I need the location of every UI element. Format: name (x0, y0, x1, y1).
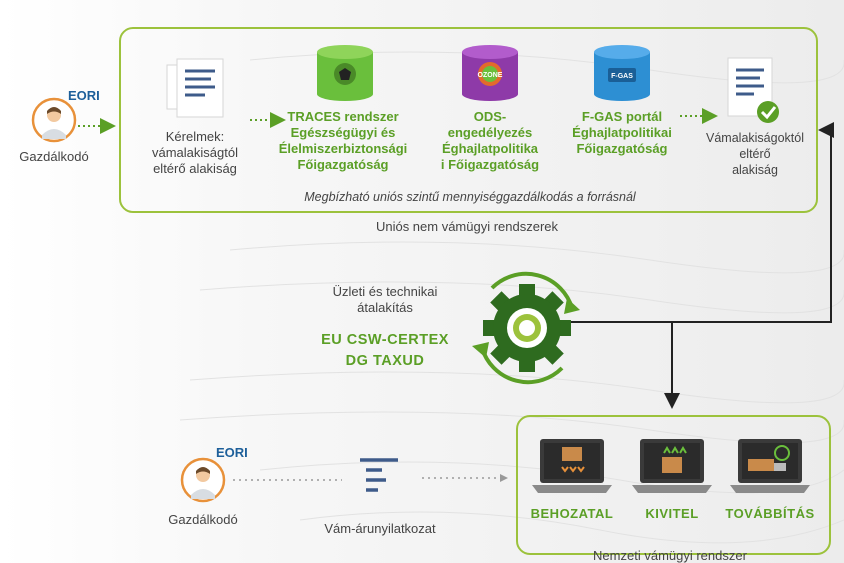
fgas-database-icon: F-GAS (594, 45, 650, 101)
dg-taxud-title: DG TAXUD (345, 353, 425, 369)
document-stack-icon (166, 58, 224, 118)
person-label-top: Gazdálkodó (19, 149, 89, 164)
transit-label: TOVÁBBÍTÁS (725, 506, 815, 521)
laptop-transit-icon (730, 439, 810, 493)
traces-database-icon (317, 45, 373, 101)
export-label: KIVITEL (645, 506, 699, 521)
bottom-box-caption: Nemzeti vámügyi rendszer (593, 548, 747, 563)
person-avatar-bottom (180, 457, 226, 503)
ozone-icon-text: OZONE (478, 72, 503, 79)
arrowhead-national (500, 474, 508, 482)
eori-label-top: EORI (68, 88, 100, 103)
person-label-bottom: Gazdálkodó (168, 512, 238, 527)
national-customs-system-box (516, 415, 831, 555)
eu-non-customs-systems-box (119, 27, 818, 213)
eu-csw-certex-title: EU CSW-CERTEX (321, 332, 449, 348)
top-box-caption: Uniós nem vámügyi rendszerek (375, 219, 559, 234)
declaration-label: Vám-árunyilatkozat (324, 521, 436, 536)
approved-document-icon (727, 57, 779, 123)
ozone-database-icon: OZONE (462, 45, 518, 101)
connector-gear-to-top-box (545, 122, 834, 323)
laptop-import-icon (532, 439, 612, 493)
top-note: Megbízható uniós szintű mennyiséggazdálk… (304, 190, 636, 204)
laptop-export-icon (632, 439, 712, 493)
connector-gear-to-bottom-box (545, 321, 680, 409)
person-avatar-top (31, 97, 77, 143)
gear-cycle-icon (472, 271, 580, 385)
fgas-icon-text: F-GAS (611, 73, 633, 80)
import-label: BEHOZATAL (530, 506, 614, 521)
eori-label-bottom: EORI (216, 445, 248, 460)
declaration-document-icon (360, 458, 398, 492)
